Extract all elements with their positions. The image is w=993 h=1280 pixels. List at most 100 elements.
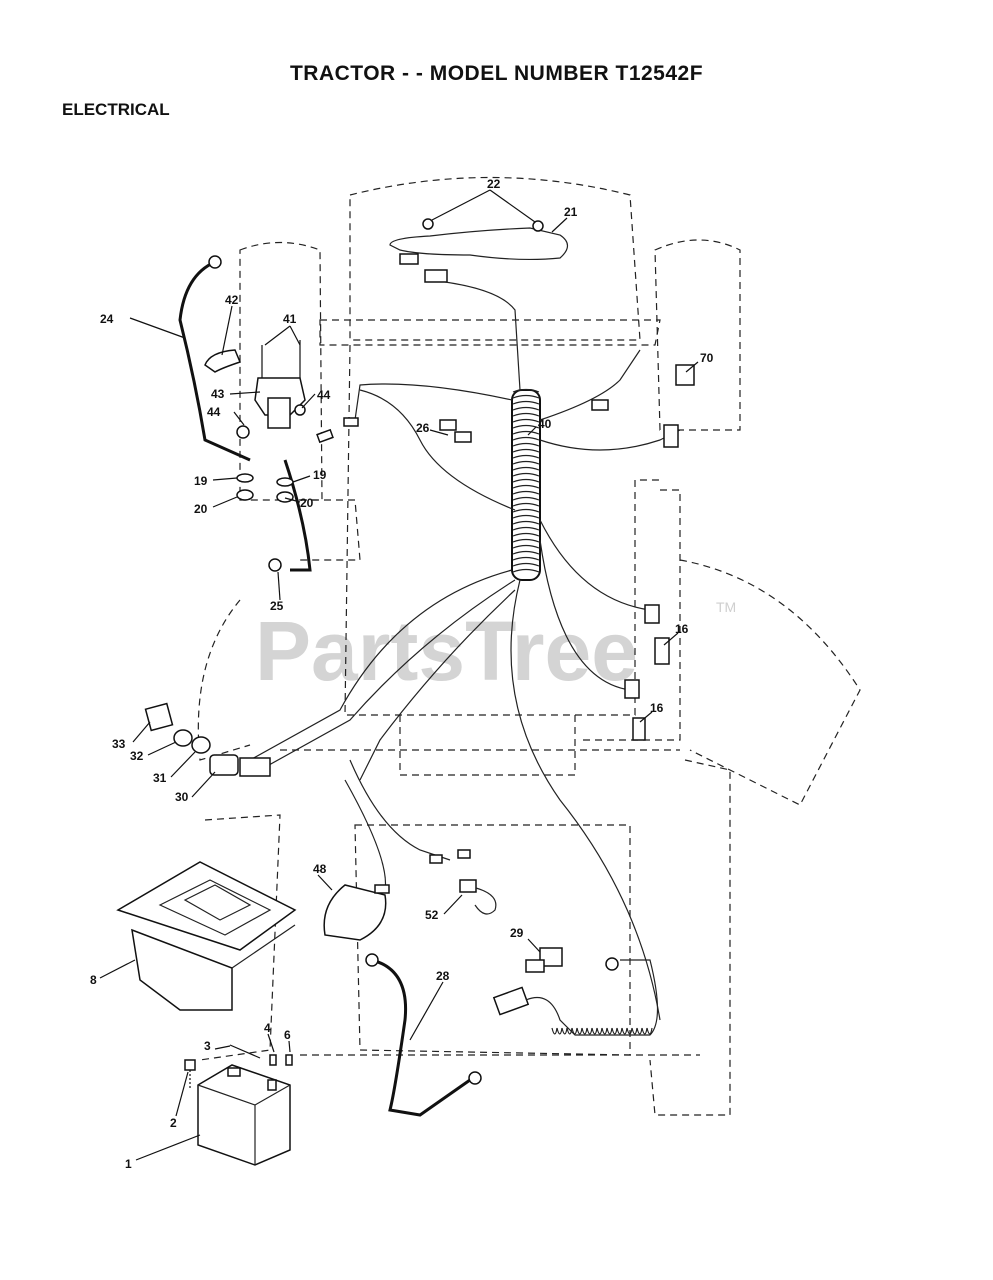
headlight-bulb-left xyxy=(422,218,434,230)
section-heading: ELECTRICAL xyxy=(62,100,170,119)
spiral-wrap-coil xyxy=(512,496,540,501)
coil-wrap xyxy=(556,1027,563,1035)
callout-19-right: 19 xyxy=(313,468,327,482)
callout-30: 30 xyxy=(175,790,189,804)
callout-22: 22 xyxy=(487,177,501,191)
battery-icon xyxy=(197,1064,291,1166)
coil-wrap xyxy=(641,1027,648,1035)
connector-icon xyxy=(439,419,457,431)
callout-44-left: 44 xyxy=(207,405,221,419)
coil-wrap xyxy=(626,1027,633,1035)
spiral-wrap-coil xyxy=(512,550,540,555)
spiral-wrap-coil xyxy=(512,466,540,471)
callout-43: 43 xyxy=(211,387,225,401)
callout-3: 3 xyxy=(204,1039,211,1053)
connector-icon xyxy=(624,679,640,699)
connector-icon xyxy=(459,879,477,893)
coil-wrap xyxy=(621,1027,628,1035)
callout-29: 29 xyxy=(510,926,524,940)
spiral-wrap-coil xyxy=(512,436,540,441)
callout-19-left: 19 xyxy=(194,474,208,488)
spiral-wrap-coil xyxy=(512,508,540,513)
coil-wrap xyxy=(616,1027,623,1035)
callout-6: 6 xyxy=(284,1028,291,1042)
connector-icon xyxy=(644,604,660,624)
spiral-wrap-coil xyxy=(512,412,540,417)
spiral-wrap-coil xyxy=(512,478,540,483)
callout-33: 33 xyxy=(112,737,126,751)
coil-wrap xyxy=(566,1027,573,1035)
callout-32: 32 xyxy=(130,749,144,763)
spiral-wrap-coil xyxy=(512,418,540,423)
spiral-wrap-coil xyxy=(512,532,540,537)
connector-icon xyxy=(663,424,679,448)
spiral-wrap-coil xyxy=(512,490,540,495)
callout-44-right: 44 xyxy=(317,388,331,402)
seat-switch-icon xyxy=(539,947,563,967)
callout-2: 2 xyxy=(170,1116,177,1130)
spiral-wrap-coil xyxy=(512,442,540,447)
coil-wrap xyxy=(611,1027,618,1035)
callout-24: 24 xyxy=(100,312,114,326)
callout-48: 48 xyxy=(313,862,327,876)
connector-icon xyxy=(591,399,609,411)
callout-26: 26 xyxy=(416,421,430,435)
spiral-wrap-coil xyxy=(512,460,540,465)
spiral-wrap-coil xyxy=(512,568,540,573)
callout-31: 31 xyxy=(153,771,167,785)
spiral-wrap-coil xyxy=(512,388,540,393)
tractor-outline xyxy=(197,176,861,1116)
spiral-wrap-coil xyxy=(512,394,540,399)
connectors-right xyxy=(439,364,695,741)
callout-28: 28 xyxy=(436,969,450,983)
spiral-wrap-coil xyxy=(512,538,540,543)
callout-16-lower: 16 xyxy=(650,701,664,715)
callout-52: 52 xyxy=(425,908,439,922)
spiral-wrap-coil xyxy=(512,562,540,567)
battery-assembly xyxy=(184,1044,293,1166)
coil-wrap xyxy=(596,1027,603,1035)
callout-70: 70 xyxy=(700,351,714,365)
spiral-wrap-coil xyxy=(512,484,540,489)
callout-8: 8 xyxy=(90,973,97,987)
key-icon xyxy=(144,702,174,732)
coil-wrap xyxy=(646,1027,653,1035)
spiral-wrap-coil xyxy=(512,424,540,429)
coil-wrap xyxy=(561,1027,568,1035)
callout-20-right: 20 xyxy=(300,496,314,510)
connector-icon xyxy=(424,269,448,283)
spiral-wrap-coil xyxy=(512,502,540,507)
coil-wrap xyxy=(571,1027,578,1035)
ignition-switch-icon xyxy=(209,754,239,776)
coil-wrap xyxy=(601,1027,608,1035)
plug-icon xyxy=(492,986,530,1016)
watermark-text: PartsTree xyxy=(255,604,638,698)
spiral-wrap-coil xyxy=(512,454,540,459)
spiral-wrap-coil xyxy=(512,520,540,525)
page-title: TRACTOR - - MODEL NUMBER T12542F xyxy=(289,62,704,85)
coil-wrap xyxy=(551,1027,558,1035)
headlight-bulb-right xyxy=(532,220,544,232)
connector-icon xyxy=(399,253,419,265)
spiral-wrap-coil xyxy=(512,430,540,435)
main-wire-harness xyxy=(249,349,681,1021)
leader-lines xyxy=(99,189,699,1161)
callout-42: 42 xyxy=(225,293,239,307)
coil-wrap xyxy=(586,1027,593,1035)
ignition-switch-assembly xyxy=(144,702,271,777)
coil-wrap xyxy=(606,1027,613,1035)
seat-switch-harness xyxy=(492,947,659,1036)
spiral-wrap-coil xyxy=(512,526,540,531)
starter-solenoid-assembly xyxy=(178,255,359,572)
coil-wrap xyxy=(636,1027,643,1035)
callout-40: 40 xyxy=(538,417,552,431)
spiral-wrap-coil xyxy=(512,406,540,411)
spiral-wrap-coil xyxy=(512,544,540,549)
callout-20-left: 20 xyxy=(194,502,208,516)
coil-wrap xyxy=(631,1027,638,1035)
callout-25: 25 xyxy=(270,599,284,613)
callout-1: 1 xyxy=(125,1157,132,1171)
connector-icon xyxy=(675,364,695,386)
coil-wrap xyxy=(581,1027,588,1035)
